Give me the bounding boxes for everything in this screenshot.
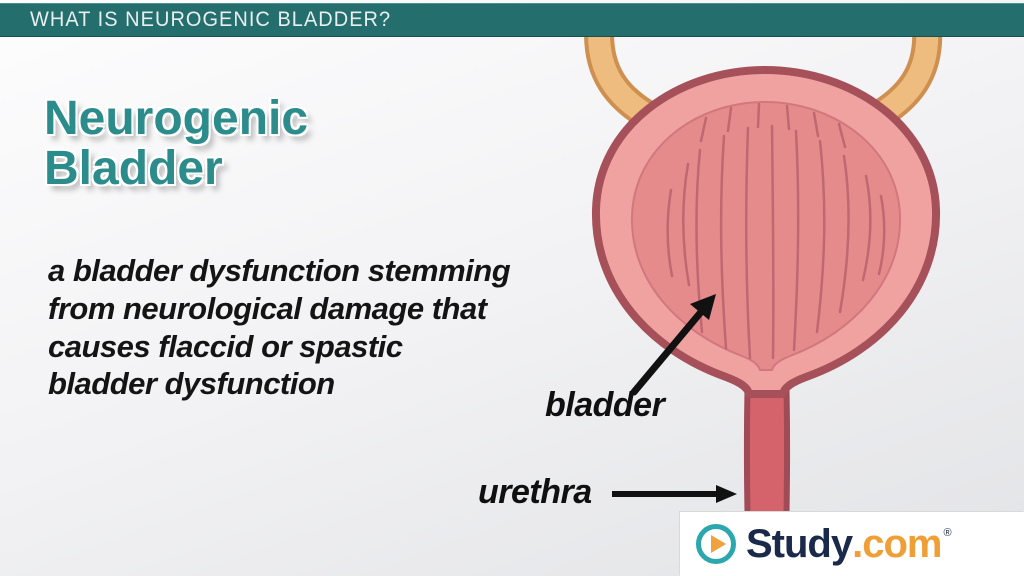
play-triangle-icon xyxy=(710,535,726,553)
title-line2: Bladder xyxy=(44,142,223,196)
play-icon xyxy=(696,524,736,564)
urethra-label: urethra xyxy=(478,473,592,511)
registered-mark: ® xyxy=(943,527,951,539)
annotation-arrows xyxy=(612,294,737,503)
logo-study-text: Study xyxy=(746,522,853,566)
definition-text: a bladder dysfunction stemming from neur… xyxy=(48,253,511,402)
header-bar: WHAT IS NEUROGENIC BLADDER? xyxy=(0,3,1024,37)
header-title: WHAT IS NEUROGENIC BLADDER? xyxy=(30,8,392,31)
bladder-arrow-line xyxy=(630,308,705,396)
bladder-label: bladder xyxy=(545,386,665,424)
studycom-logo: Study.com® xyxy=(680,512,1024,576)
bladder-arrow-head xyxy=(690,294,716,320)
logo-com-text: .com xyxy=(852,522,942,566)
logo-wordmark: Study.com® xyxy=(746,522,952,566)
title-line1: Neurogenic xyxy=(44,92,309,145)
urethra-pointer-head xyxy=(716,485,737,503)
